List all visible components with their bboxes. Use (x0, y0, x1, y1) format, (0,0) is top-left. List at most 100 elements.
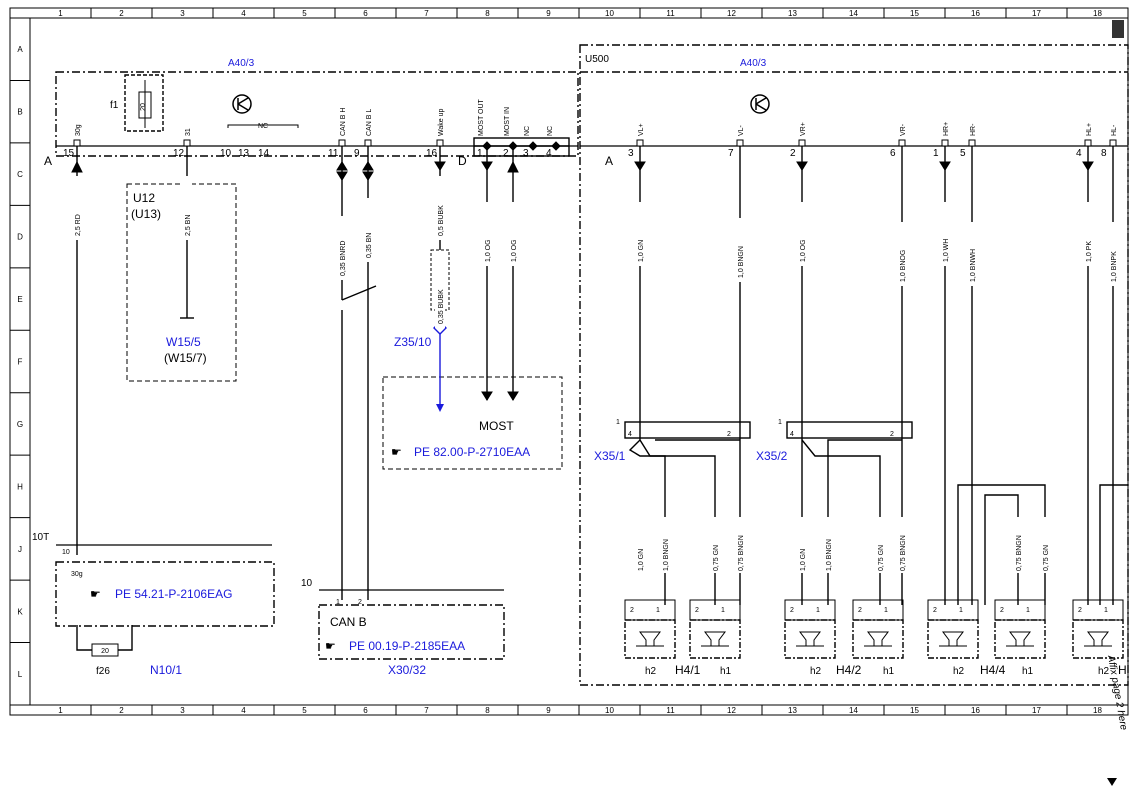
connector-a-right-label: A (605, 154, 613, 168)
pin-terminal (73, 139, 81, 147)
pin-number: 2 (1078, 607, 1082, 614)
grid-col-label: 16 (971, 9, 980, 18)
grid-col-label: 9 (546, 9, 551, 18)
pin-terminal (508, 141, 518, 151)
pin-terminal (736, 139, 744, 147)
speaker-box (784, 619, 836, 659)
pin-number: 3 (628, 148, 634, 159)
pin-number: 1 (477, 148, 483, 159)
pin-signal: VR- (900, 123, 907, 136)
grid-col-label: 9 (546, 706, 551, 715)
pin-number: 16 (426, 148, 438, 159)
grid-col-label: 6 (363, 9, 368, 18)
pin-number: 2 (727, 431, 731, 438)
pin-signal: CAN B L (366, 109, 373, 136)
f1-fuse-icon (138, 80, 152, 128)
pin-signal: NC (547, 126, 554, 136)
grid-col-label: 1 (58, 9, 63, 18)
grid-col-label: 7 (424, 706, 429, 715)
x30-32-label: X30/32 (388, 663, 426, 677)
pin-number: 1 (816, 607, 820, 614)
grid-row-label: D (17, 233, 23, 242)
pin-number: 2 (933, 607, 937, 614)
wire-color-label: 1,0 OG (800, 239, 807, 262)
pin-signal: HL- (1111, 124, 1118, 136)
a40-3-left-label: A40/3 (228, 58, 255, 69)
wire-color-label: 2,5 BN (185, 215, 192, 236)
grid-col-label: 6 (363, 706, 368, 715)
grid-col-label: 3 (180, 9, 185, 18)
wire-color-label: 1,0 BNOG (900, 250, 907, 282)
pin-number: 7 (728, 148, 734, 159)
pin-signal: HL+ (1086, 123, 1093, 136)
n10-ref-link[interactable]: PE 54.21-P-2106EAG (115, 587, 232, 601)
grid-col-label: 2 (119, 706, 124, 715)
pin-terminal (1084, 139, 1092, 147)
speaker-box (624, 619, 676, 659)
grid-col-label: 16 (971, 706, 980, 715)
pin-stubs (73, 139, 1117, 151)
wire-color-label: 1,0 BNGN (663, 539, 670, 571)
grid-row-label: H (17, 482, 23, 491)
h4-4-label: H4/4 (980, 663, 1006, 677)
n10-1-box (55, 561, 275, 627)
grid-col-label: 8 (485, 9, 490, 18)
grid-col-label: 2 (119, 9, 124, 18)
pin-number: 2 (630, 607, 634, 614)
pin-number: 15 (63, 148, 75, 159)
pin-terminal (636, 139, 644, 147)
h4-1-label: H4/1 (675, 663, 701, 677)
h2-label: h2 (1098, 666, 1110, 677)
grid-col-label: 10 (605, 706, 614, 715)
grid-col-label: 18 (1093, 706, 1102, 715)
u500-label: U500 (585, 54, 609, 65)
grid-col-label: 5 (302, 9, 307, 18)
pin-signal: CAN B H (340, 108, 347, 136)
h-label: H (1118, 663, 1127, 677)
grid-col-label: 15 (910, 9, 919, 18)
wire-color-label: 0,75 GN (878, 545, 885, 571)
w15-7-label: (W15/7) (164, 351, 207, 365)
pin-number: 1 (959, 607, 963, 614)
wire-color-label: 1,0 OG (511, 239, 518, 262)
wire-color-label: 0,5 BUBK (438, 205, 445, 236)
pin-signal: MOST OUT (478, 98, 485, 136)
wire-color-label: 1,0 GN (638, 549, 645, 571)
grid-row-label: B (17, 108, 22, 117)
grid-col-label: 11 (666, 9, 675, 18)
pin-signal: 30g (75, 124, 82, 136)
grid-col-label: 18 (1093, 9, 1102, 18)
grid-row-label: E (17, 295, 22, 304)
pin-number: 1 (616, 419, 620, 426)
pin-terminal (436, 139, 444, 147)
grid-col-label: 17 (1032, 706, 1041, 715)
speaker-icon (942, 631, 964, 647)
arrow-markers (71, 160, 1094, 401)
pin-terminal (338, 139, 346, 147)
speaker-box (852, 619, 904, 659)
pin-signal: VL- (738, 124, 745, 136)
pin-number: 1 (884, 607, 888, 614)
most-ref-link[interactable]: PE 82.00-P-2710EAA (414, 445, 530, 459)
pin-terminal (528, 141, 538, 151)
speaker-icon (639, 631, 661, 647)
u500-box (579, 44, 1129, 686)
grid-row-label: L (18, 670, 23, 679)
can-ref-link[interactable]: PE 00.19-P-2185EAA (349, 639, 465, 653)
u12-label: U12 (133, 191, 155, 205)
pin-number: 4 (790, 431, 794, 438)
grid-col-label: 17 (1032, 9, 1041, 18)
pin-number: 10 (220, 148, 232, 159)
pin-signal: NC (524, 126, 531, 136)
wire-color-label: 0,35 BN (366, 233, 373, 258)
pin-number: 2 (858, 607, 862, 614)
f26-fuse-icon (91, 643, 119, 657)
pin-number: 2 (790, 607, 794, 614)
wire-color-label: 0,35 BNRD (340, 241, 347, 276)
wire-color-label: 1,0 BNGN (738, 246, 745, 278)
pin-terminal (1109, 139, 1117, 147)
grid-col-label: 7 (424, 9, 429, 18)
